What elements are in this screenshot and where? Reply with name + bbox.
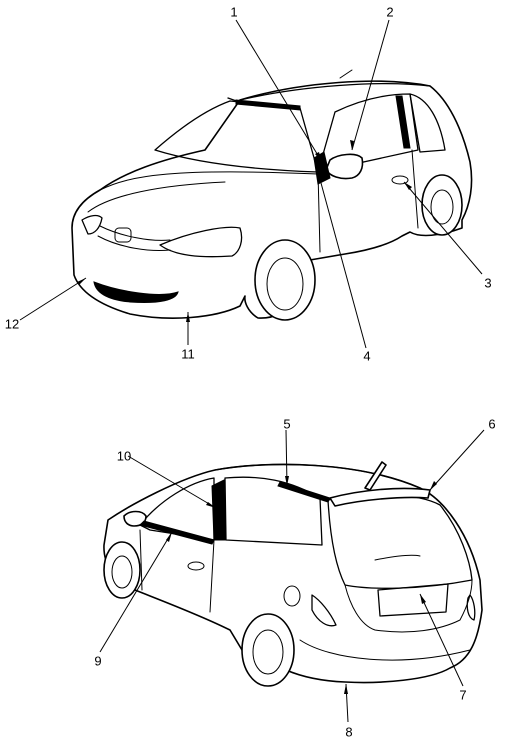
callout-8: 8 [345, 724, 353, 740]
callout-6: 6 [488, 416, 496, 432]
rear-car-illustration [103, 461, 483, 687]
callout-5: 5 [283, 416, 291, 432]
callout-9: 9 [94, 653, 102, 669]
front-car-illustration [71, 69, 473, 321]
callout-4: 4 [363, 348, 371, 364]
callout-2: 2 [386, 4, 394, 20]
callout-11: 11 [181, 346, 195, 362]
leader-lines [19, 19, 485, 723]
callout-7: 7 [459, 687, 467, 703]
callout-1: 1 [230, 4, 238, 20]
callout-12: 12 [4, 316, 20, 332]
callout-10: 10 [116, 448, 132, 464]
callout-3: 3 [484, 275, 492, 291]
